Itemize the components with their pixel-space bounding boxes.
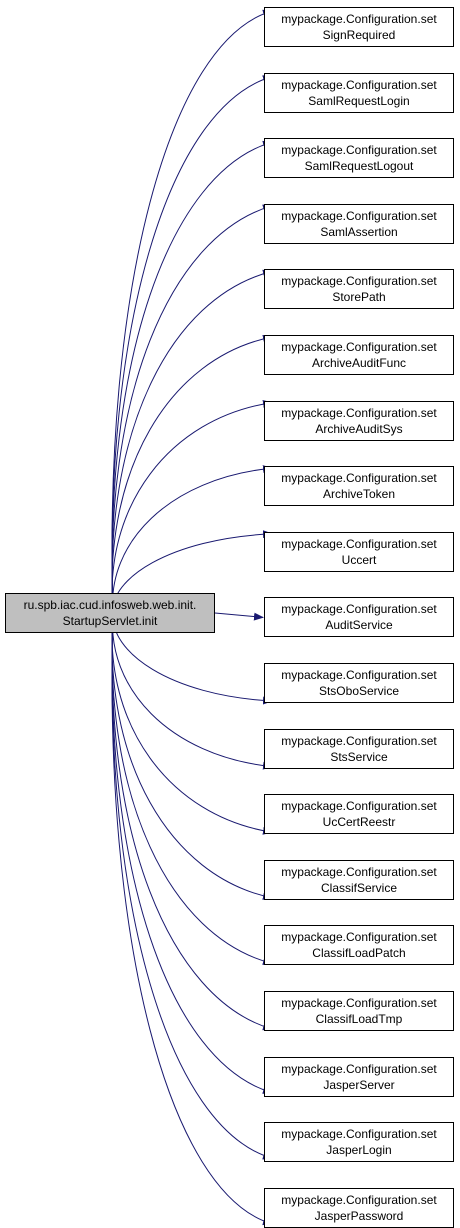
- source-node-line2: StartupServlet.init: [62, 614, 158, 628]
- call-edge: [112, 612, 273, 770]
- call-edge: [111, 612, 273, 1094]
- source-node-line1: ru.spb.iac.cud.infosweb.web.init.: [23, 598, 197, 612]
- target-node-line2: ArchiveAuditSys: [315, 421, 403, 436]
- target-node-line2: ArchiveToken: [322, 487, 396, 502]
- target-node-line1: mypackage.Configuration.set: [281, 143, 437, 158]
- target-node-line2: ArchiveAuditFunc: [311, 356, 407, 370]
- target-node-line2: ClassifService: [320, 880, 398, 895]
- target-node-line1: mypackage.Configuration.set: [281, 733, 437, 748]
- call-edge: [111, 612, 273, 966]
- target-node-line1: mypackage.Configuration.set: [281, 77, 437, 92]
- target-node-line2: SamlRequestLogin: [308, 93, 410, 108]
- target-node-line2: JasperLogin: [326, 1143, 392, 1158]
- call-edge: [111, 334, 273, 614]
- target-node-line1: mypackage.Configuration.set: [281, 799, 437, 814]
- call-edge: [111, 612, 273, 1031]
- target-node-line2: SamlRequestLogout: [304, 159, 414, 174]
- target-node-line1: mypackage.Configuration.set: [281, 471, 437, 486]
- target-node-line2: JasperServer: [323, 1077, 395, 1092]
- target-node-line2: ClassifLoadPatch: [312, 946, 406, 961]
- call-edge: [112, 465, 273, 614]
- target-node-line2: StsService: [330, 749, 388, 764]
- target-node-line1: mypackage.Configuration.set: [281, 1127, 437, 1142]
- target-node-line1: mypackage.Configuration.set: [281, 1192, 437, 1207]
- call-edge: [111, 140, 273, 614]
- target-node-line2: AuditService: [325, 618, 393, 633]
- target-node-line1: mypackage.Configuration.set: [281, 996, 437, 1010]
- target-node-line2: Uccert: [341, 552, 377, 567]
- target-node-line1: mypackage.Configuration.set: [281, 668, 437, 682]
- target-node-line2: JasperPassword: [314, 1208, 404, 1223]
- target-node-line1: mypackage.Configuration.set: [281, 274, 437, 289]
- call-edge: [111, 399, 273, 614]
- target-node-line1: mypackage.Configuration.set: [281, 602, 437, 617]
- target-node-line1: mypackage.Configuration.set: [281, 208, 437, 223]
- target-node-line1: mypackage.Configuration.set: [281, 536, 437, 551]
- call-edge: [111, 612, 273, 1226]
- target-node-line2: ClassifLoadTmp: [315, 1012, 403, 1026]
- call-edge: [111, 204, 273, 614]
- call-edge: [111, 612, 273, 835]
- call-edge: [214, 612, 264, 621]
- call-edge: [111, 269, 273, 614]
- call-edge: [111, 612, 273, 1160]
- target-node-line2: SamlAssertion: [320, 224, 398, 239]
- target-node-line2: UcCertReestr: [322, 815, 396, 830]
- target-node-line1: mypackage.Configuration.set: [281, 864, 437, 879]
- target-node-line2: SignRequired: [322, 28, 396, 42]
- call-edge: [111, 9, 273, 614]
- target-node-line1: mypackage.Configuration.set: [281, 930, 437, 945]
- call-edge: [111, 612, 273, 900]
- target-node-line1: mypackage.Configuration.set: [281, 1061, 437, 1076]
- target-node-line1: mypackage.Configuration.set: [281, 12, 437, 26]
- call-edge: [111, 75, 273, 614]
- source-node-startupservlet-init[interactable]: ru.spb.iac.cud.infosweb.web.init. Startu…: [5, 593, 215, 633]
- target-node-line2: StorePath: [332, 290, 386, 305]
- target-node-line2: StsOboService: [318, 684, 400, 698]
- target-node-line1: mypackage.Configuration.set: [281, 405, 437, 420]
- target-node-line1: mypackage.Configuration.set: [281, 340, 437, 354]
